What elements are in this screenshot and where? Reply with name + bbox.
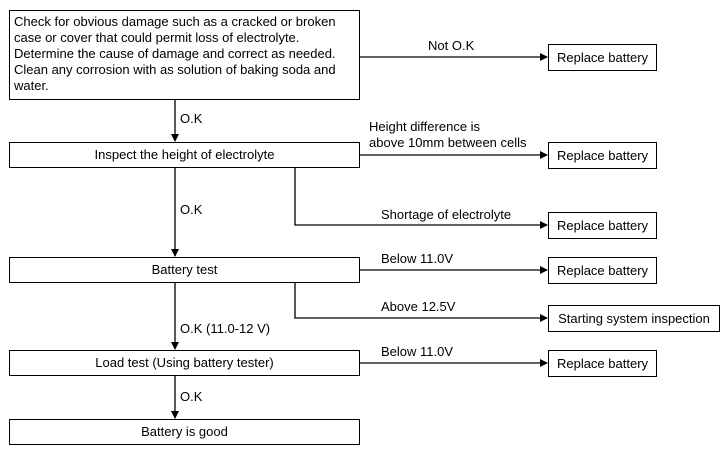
result-replace-battery-1: Replace battery: [548, 44, 657, 71]
result-replace-battery-2: Replace battery: [548, 142, 657, 169]
step-inspect-electrolyte: Inspect the height of electrolyte: [9, 142, 360, 168]
label-above-12-5: Above 12.5V: [381, 299, 456, 314]
label-shortage: Shortage of electrolyte: [381, 207, 512, 222]
result-label: Replace battery: [556, 217, 649, 233]
arrow-shortage: [294, 168, 548, 229]
label-height-difference-line1: Height difference is: [369, 119, 481, 134]
arrow-above-12-5: [294, 283, 548, 322]
result-label: Starting system inspection: [558, 310, 710, 326]
label-below-11-battery-test: Below 11.0V: [381, 251, 454, 266]
step-battery-good: Battery is good: [9, 419, 360, 445]
step-check-damage-text: Check for obvious damage such as a crack…: [14, 14, 336, 93]
label-height-difference-line2: above 10mm between cells: [369, 135, 527, 150]
result-replace-battery-3: Replace battery: [548, 212, 657, 239]
result-label: Replace battery: [556, 49, 649, 65]
step-check-damage: Check for obvious damage such as a crack…: [9, 10, 360, 100]
step-load-test-text: Load test (Using battery tester): [95, 355, 274, 370]
result-replace-battery-4: Replace battery: [548, 257, 657, 284]
label-ok-2: O.K: [180, 202, 203, 217]
label-ok-1: O.K: [180, 111, 203, 126]
result-replace-battery-5: Replace battery: [548, 350, 657, 377]
result-starting-system-inspection: Starting system inspection: [548, 305, 720, 332]
step-inspect-electrolyte-text: Inspect the height of electrolyte: [94, 147, 275, 162]
step-battery-test-text: Battery test: [151, 262, 218, 277]
label-below-11-load-test: Below 11.0V: [381, 344, 454, 359]
result-label: Replace battery: [556, 147, 649, 163]
result-label: Replace battery: [556, 355, 649, 371]
label-not-ok: Not O.K: [428, 38, 475, 53]
result-label: Replace battery: [556, 262, 649, 278]
step-battery-good-text: Battery is good: [141, 424, 228, 439]
step-load-test: Load test (Using battery tester): [9, 350, 360, 376]
label-ok-3: O.K: [180, 389, 203, 404]
label-ok-range: O.K (11.0-12 V): [180, 321, 271, 336]
step-battery-test: Battery test: [9, 257, 360, 283]
